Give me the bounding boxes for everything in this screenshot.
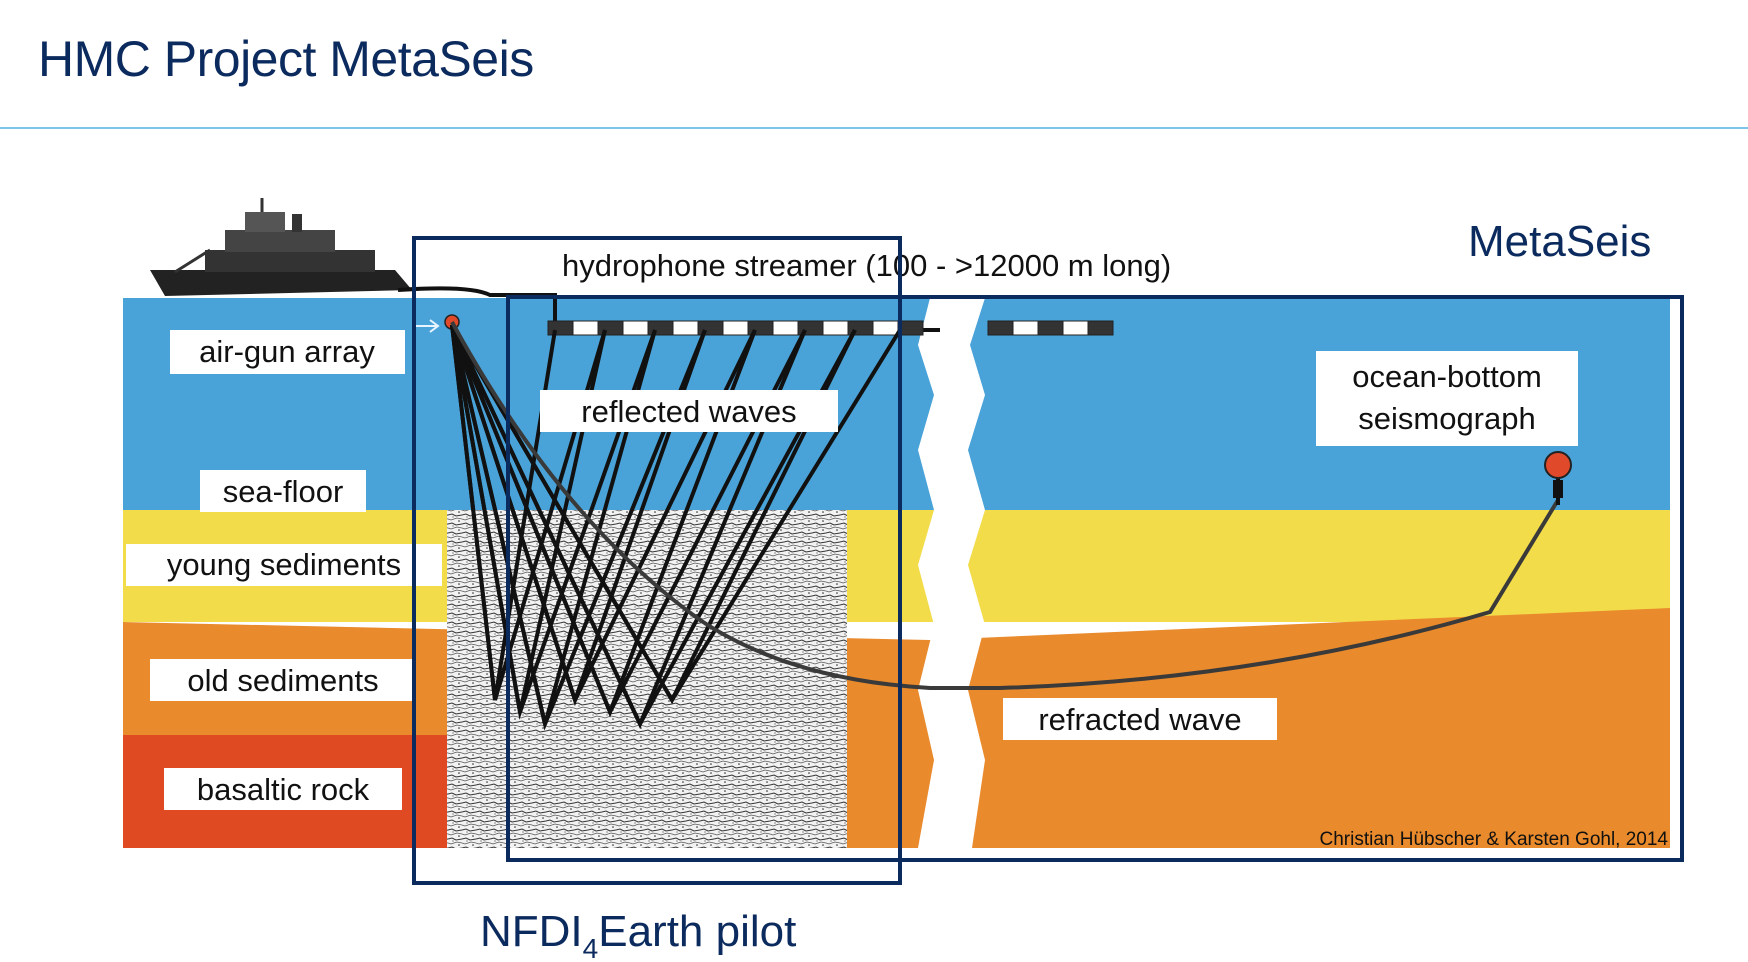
metaseis-label: MetaSeis bbox=[1468, 217, 1651, 266]
streamer-segment bbox=[1037, 320, 1064, 336]
reflected-ray bbox=[450, 324, 657, 720]
old-sediments-label-box bbox=[150, 659, 416, 701]
streamer-segment bbox=[672, 320, 699, 336]
streamer-segment bbox=[1087, 320, 1114, 336]
streamer-segment bbox=[987, 320, 1014, 336]
young-sediments-label-box bbox=[126, 544, 442, 586]
section-break bbox=[918, 298, 985, 848]
refracted-label-box bbox=[1003, 698, 1277, 740]
streamer-segment bbox=[1062, 320, 1089, 336]
streamer-segment bbox=[597, 320, 624, 336]
nfdi4earth-frame bbox=[412, 236, 902, 885]
ocean-bottom-seismograph-icon bbox=[1544, 451, 1572, 479]
page-title: HMC Project MetaSeis bbox=[38, 31, 534, 87]
streamer-segment bbox=[822, 320, 849, 336]
air-gun-label-box bbox=[170, 330, 405, 374]
reflected-label-box bbox=[540, 390, 838, 432]
credit-text: Christian Hübscher & Karsten Gohl, 2014 bbox=[1319, 829, 1668, 850]
streamer-segment bbox=[872, 320, 899, 336]
reflected-ray bbox=[450, 324, 807, 717]
nfdi4earth-label: NFDI4Earth pilot bbox=[480, 907, 796, 962]
reflected-rays bbox=[450, 323, 902, 731]
streamer-segment bbox=[647, 320, 674, 336]
metaseis-frame bbox=[506, 295, 1684, 862]
air-gun-label: air-gun array bbox=[199, 334, 375, 369]
refracted-label: refracted wave bbox=[1038, 702, 1241, 737]
reflected-label: reflected waves bbox=[581, 394, 796, 429]
streamer-segment bbox=[1012, 320, 1039, 336]
obs-label-box bbox=[1316, 351, 1578, 446]
sea-floor-label-box bbox=[200, 470, 366, 512]
old-sediments-label: old sediments bbox=[187, 663, 378, 698]
reflected-ray bbox=[450, 324, 607, 701]
obs-label-line1: ocean-bottom bbox=[1352, 359, 1542, 394]
air-gun-arrow-icon bbox=[415, 319, 440, 333]
reflected-ray bbox=[450, 324, 857, 729]
streamer-segment bbox=[572, 320, 599, 336]
basaltic-rock-label-box bbox=[164, 768, 402, 810]
streamer-segment bbox=[547, 320, 574, 336]
obs-label-line2: seismograph bbox=[1358, 401, 1535, 436]
sea-floor-label: sea-floor bbox=[223, 474, 344, 509]
streamer-segment bbox=[772, 320, 799, 336]
reflected-ray bbox=[450, 324, 707, 731]
basaltic-rock-label: basaltic rock bbox=[197, 772, 370, 807]
hydrophone-streamer bbox=[547, 320, 1114, 336]
research-ship-icon bbox=[150, 198, 412, 296]
reflected-ray bbox=[450, 323, 902, 704]
young-sediments-label: young sediments bbox=[167, 547, 401, 582]
obs-base-icon bbox=[1553, 480, 1563, 498]
title-divider bbox=[0, 127, 1748, 129]
streamer-label: hydrophone streamer (100 - >12000 m long… bbox=[562, 248, 1171, 283]
refracted-wave-path bbox=[450, 321, 1560, 690]
reflected-ray bbox=[450, 324, 757, 706]
streamer-segment bbox=[722, 320, 749, 336]
streamer-segment bbox=[622, 320, 649, 336]
